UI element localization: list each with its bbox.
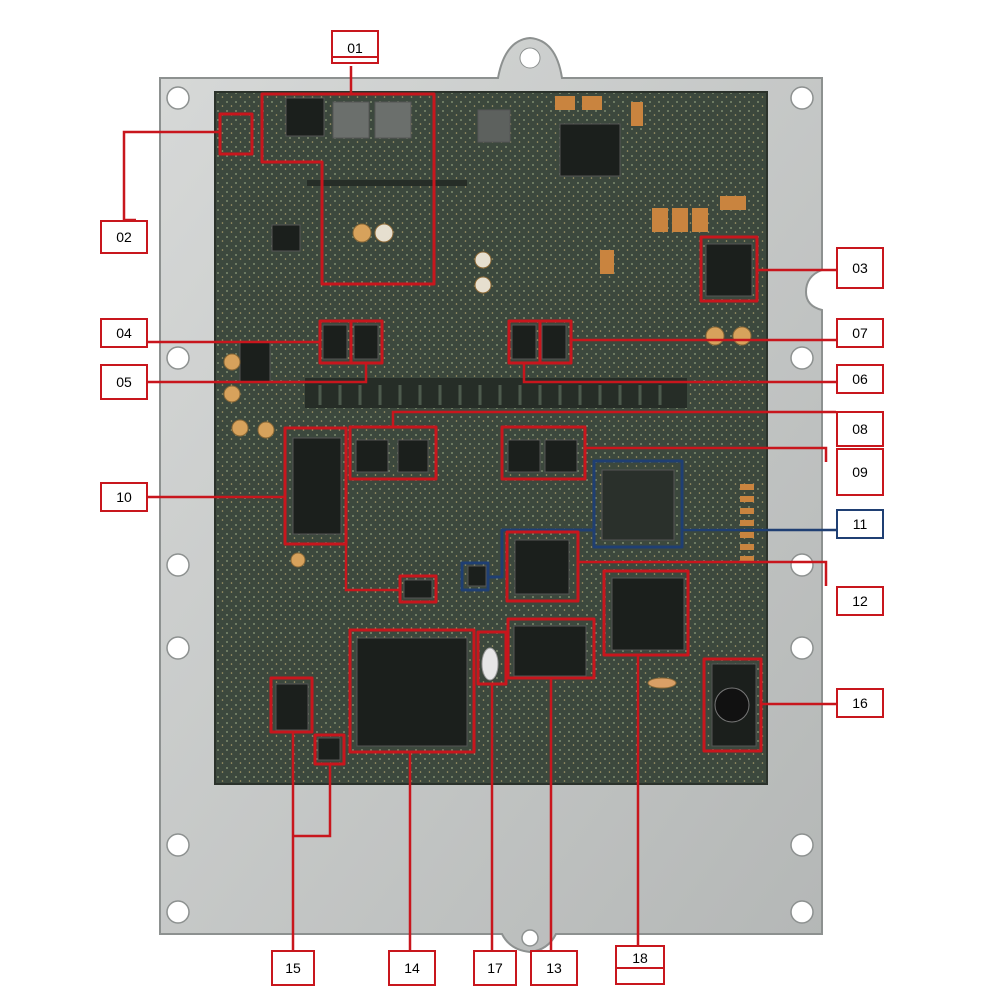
callout-03-text: 03 <box>852 260 868 276</box>
callout-04: 04 <box>100 318 148 348</box>
highlight-09 <box>500 425 587 481</box>
callout-15: 15 <box>271 950 315 986</box>
pcb-board <box>214 91 768 785</box>
highlight-07 <box>538 319 573 365</box>
highlight-12 <box>505 530 580 603</box>
callout-12: 12 <box>836 586 884 616</box>
callout-01: 01 <box>331 30 379 64</box>
callout-13: 13 <box>530 950 578 986</box>
callout-16: 16 <box>836 688 884 718</box>
capacitors <box>223 223 752 568</box>
callout-01-text: 01 <box>347 40 363 56</box>
callout-18: 18 <box>615 945 665 985</box>
callout-17-text: 17 <box>487 960 503 976</box>
callout-12-text: 12 <box>852 593 868 609</box>
highlight-02 <box>218 112 254 156</box>
leader-lines <box>122 66 836 950</box>
callout-16-text: 16 <box>852 695 868 711</box>
callout-03: 03 <box>836 247 884 289</box>
callout-11-text: 11 <box>852 516 868 532</box>
highlight-10 <box>283 426 348 546</box>
callout-08: 08 <box>836 411 884 447</box>
callout-09: 09 <box>836 448 884 496</box>
highlight-11 <box>592 459 684 549</box>
callout-07: 07 <box>836 318 884 348</box>
callout-04-text: 04 <box>116 325 132 341</box>
callout-02-text: 02 <box>116 229 132 245</box>
callout-18-text: 18 <box>632 950 648 966</box>
callout-17: 17 <box>473 950 517 986</box>
highlight-11-link <box>460 528 594 592</box>
callout-09-text: 09 <box>852 464 868 480</box>
callout-02: 02 <box>100 220 148 254</box>
highlight-14 <box>348 628 476 754</box>
highlight-15a <box>269 676 314 734</box>
callout-05: 05 <box>100 364 148 400</box>
callout-13-text: 13 <box>546 960 562 976</box>
highlight-18 <box>602 569 690 657</box>
callout-14-text: 14 <box>404 960 420 976</box>
buzzer <box>714 687 750 723</box>
callout-10-text: 10 <box>116 489 132 505</box>
smd-pads <box>555 96 754 562</box>
callout-15-text: 15 <box>285 960 301 976</box>
highlight-01 <box>260 92 436 286</box>
callout-14: 14 <box>388 950 436 986</box>
callout-10: 10 <box>100 482 148 512</box>
callout-07-text: 07 <box>852 325 868 341</box>
callout-05-text: 05 <box>116 374 132 390</box>
callout-06: 06 <box>836 364 884 394</box>
crystal-oscillator <box>481 647 499 681</box>
callout-06-text: 06 <box>852 371 868 387</box>
callout-08-text: 08 <box>852 421 868 437</box>
callout-11: 11 <box>836 509 884 539</box>
